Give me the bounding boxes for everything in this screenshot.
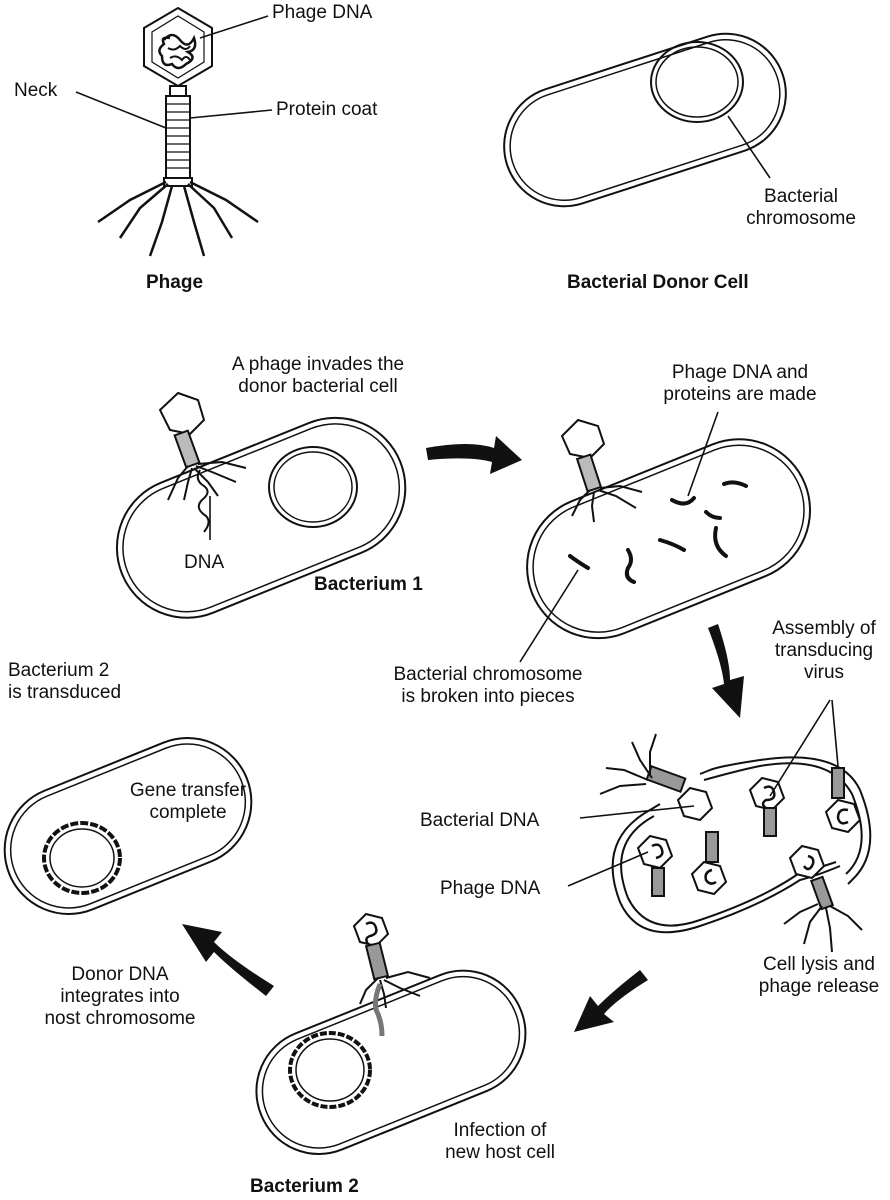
label-neck: Neck <box>14 80 58 101</box>
phage-tail-sheath <box>165 95 191 179</box>
bacterium-1 <box>115 416 407 619</box>
label-chromosome-broken: Bacterial chromosome is broken into piec… <box>393 664 583 707</box>
title-bacterial-donor-cell: Bacterial Donor Cell <box>567 272 749 293</box>
title-phage: Phage <box>146 272 204 293</box>
label-infection: Infection of new host cell <box>445 1120 555 1163</box>
title-bacterium-2: Bacterium 2 <box>250 1176 359 1197</box>
phage-illustration <box>75 6 273 257</box>
phage-dna-coil <box>158 33 197 70</box>
caption-step2: Phage DNA and proteins are made <box>663 362 817 405</box>
label-donor-dna-integrates: Donor DNA integrates into nost chromosom… <box>44 964 196 1029</box>
arrow-step1-to-step2 <box>426 436 522 474</box>
bacterium-1-infected <box>519 411 812 663</box>
donor-cell <box>503 32 787 208</box>
process-arrows <box>182 436 744 1032</box>
invading-phage <box>158 391 247 540</box>
transducing-viruses <box>636 767 863 953</box>
label-phage-dna: Phage DNA <box>272 2 373 23</box>
label-bacterial-chromosome: Bacterial chromosome <box>746 186 856 229</box>
lysing-cell <box>567 699 872 953</box>
arrow-step2-to-step3 <box>708 624 744 718</box>
label-phage-dna-step3: Phage DNA <box>440 878 541 899</box>
label-bacterium-2-transduced: Bacterium 2 is transduced <box>8 660 122 703</box>
bacterium-2 <box>255 912 527 1156</box>
bacterium-1-chromosome <box>268 446 358 528</box>
label-gene-transfer: Gene transfer complete <box>129 780 247 823</box>
arrow-step3-to-step4 <box>574 970 648 1032</box>
injected-dna <box>196 469 210 533</box>
chromosome-fragments <box>568 480 748 584</box>
bacterium-2-transduced <box>3 737 253 915</box>
phage-neck <box>169 85 187 97</box>
label-dna: DNA <box>184 552 225 573</box>
arrow-step4-to-step5 <box>182 924 274 996</box>
integrated-chromosome <box>42 821 122 895</box>
title-bacterium-1: Bacterium 1 <box>314 574 423 595</box>
donor-dna-strand <box>372 983 385 1037</box>
label-cell-lysis: Cell lysis and phage release <box>758 954 880 997</box>
phage-tail-fibers <box>97 180 259 257</box>
caption-step1: A phage invades the donor bacterial cell <box>231 354 405 397</box>
bacterial-chromosome-ring <box>650 41 744 123</box>
label-assembly: Assembly of transducing virus <box>772 618 876 683</box>
label-protein-coat: Protein coat <box>276 99 378 120</box>
bacterium-2-chromosome <box>288 1031 372 1109</box>
label-bacterial-dna: Bacterial DNA <box>420 810 540 831</box>
